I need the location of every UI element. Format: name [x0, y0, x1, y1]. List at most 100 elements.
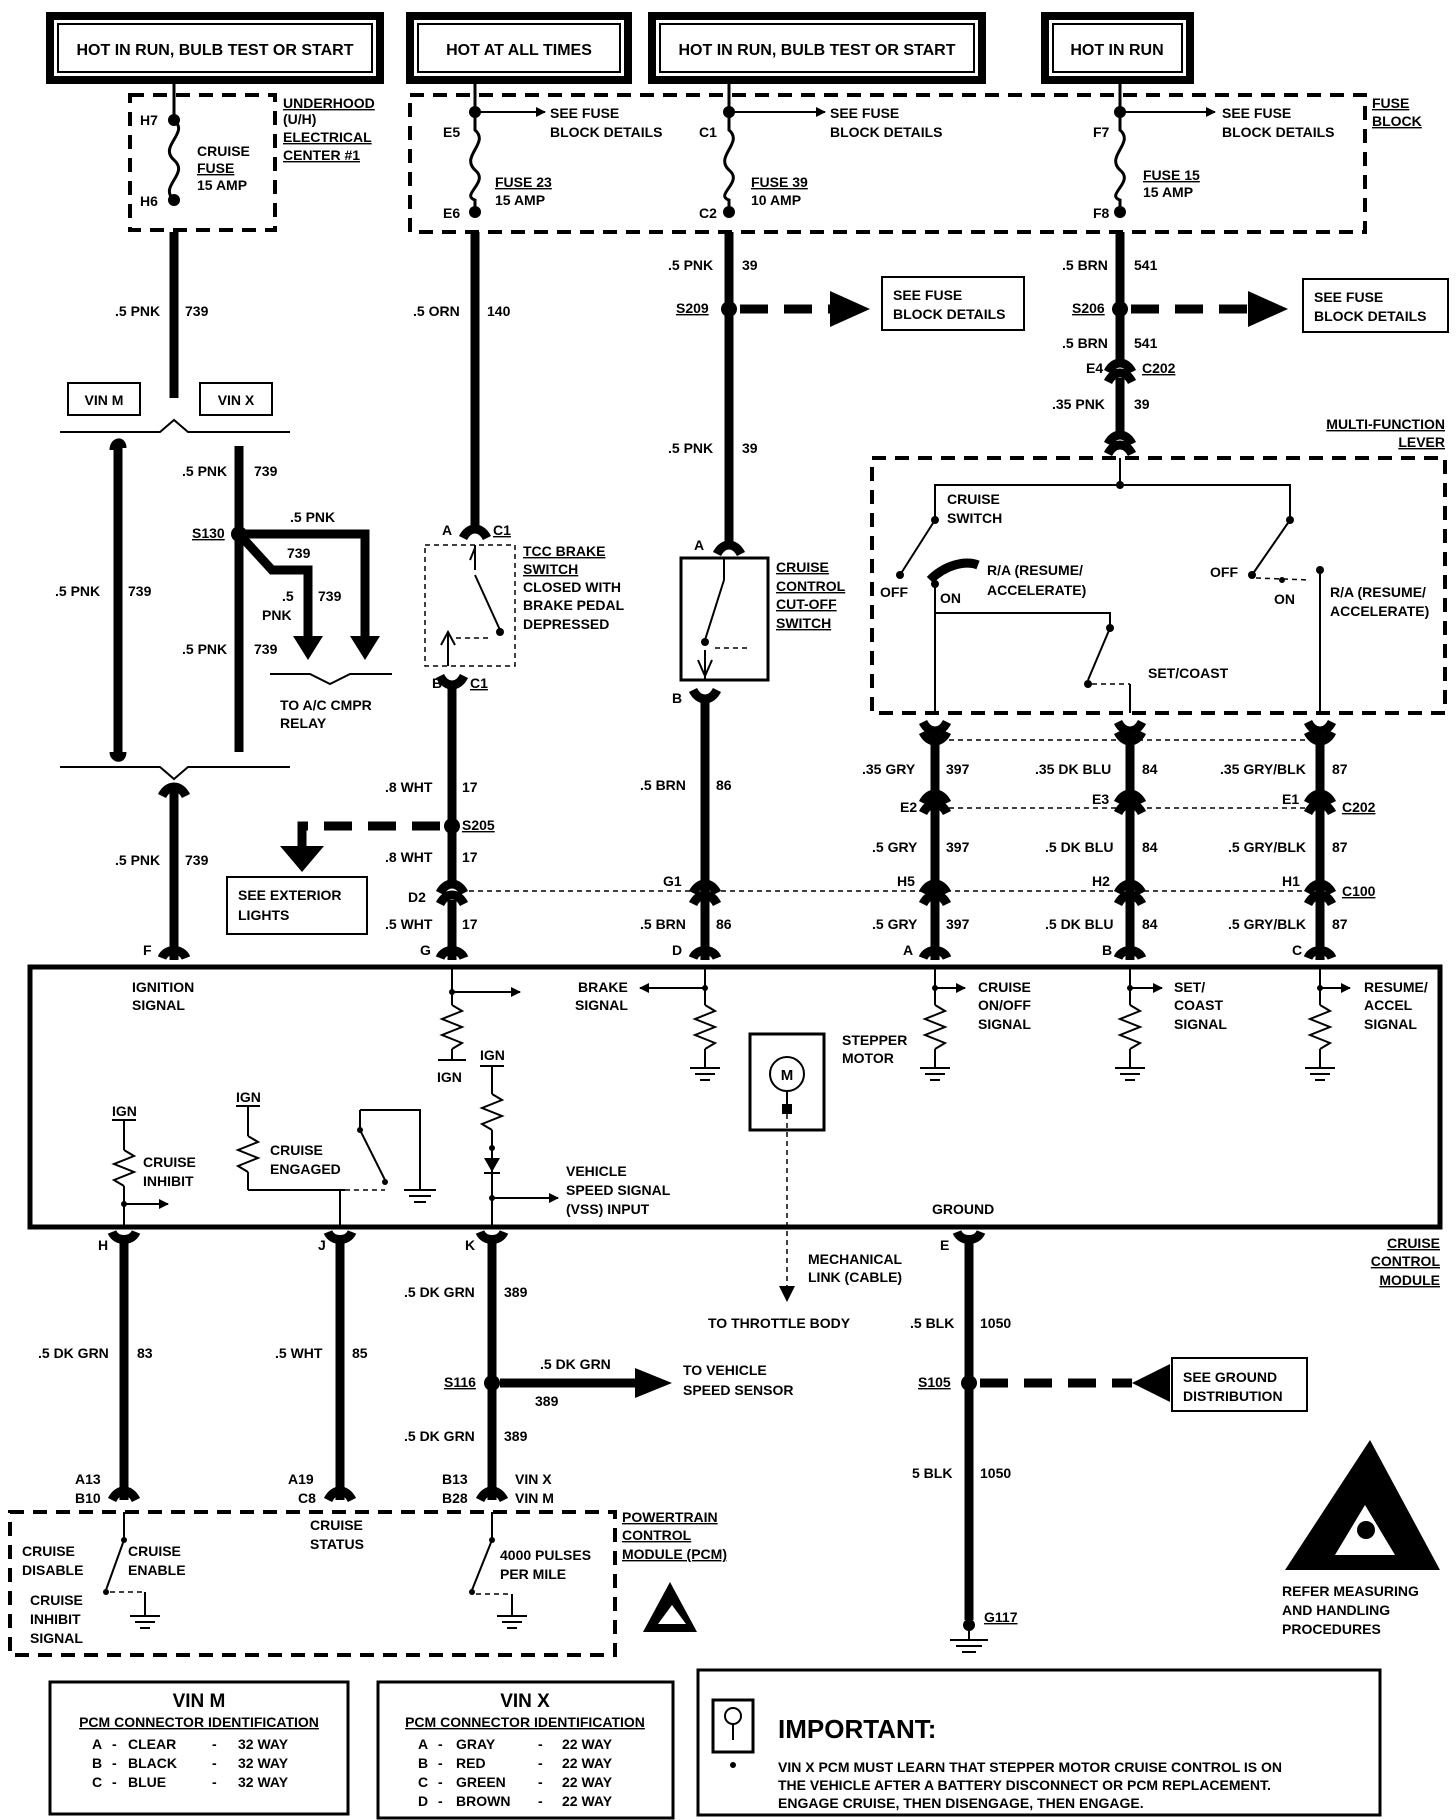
svg-text:R/A (RESUME/: R/A (RESUME/: [987, 562, 1083, 578]
svg-text:22 WAY: 22 WAY: [562, 1793, 613, 1809]
svg-text:SIGNAL: SIGNAL: [575, 997, 628, 1013]
svg-text:739: 739: [254, 641, 278, 657]
svg-text:RESUME/: RESUME/: [1364, 979, 1428, 995]
table-row: B - BLACK - 32 WAY: [92, 1755, 289, 1771]
svg-text:.5 BLK: .5 BLK: [910, 1315, 954, 1331]
table-row: A - GRAY - 22 WAY: [418, 1736, 613, 1752]
circuit-739: .5 PNK 739 VIN M VIN X .5 PNK 739 .5 PNK…: [55, 232, 392, 961]
power-header-4: HOT IN RUN: [1041, 12, 1194, 84]
svg-text:FUSE 15: FUSE 15: [1143, 167, 1200, 183]
svg-text:E4: E4: [1086, 360, 1103, 376]
svg-text:39: 39: [742, 440, 758, 456]
svg-text:BLOCK DETAILS: BLOCK DETAILS: [893, 306, 1006, 322]
svg-text:TO VEHICLE: TO VEHICLE: [683, 1362, 767, 1378]
svg-text:84: 84: [1142, 839, 1158, 855]
svg-text:C2: C2: [699, 205, 717, 221]
svg-text:SIGNAL: SIGNAL: [30, 1630, 83, 1646]
svg-text:H: H: [98, 1237, 108, 1253]
svg-text:POWERTRAIN: POWERTRAIN: [622, 1509, 718, 1525]
important-note: IMPORTANT: VIN X PCM MUST LEARN THAT STE…: [696, 1668, 1382, 1817]
svg-text:.5 PNK: .5 PNK: [182, 463, 227, 479]
svg-text:32 WAY: 32 WAY: [238, 1755, 289, 1771]
svg-text:FUSE: FUSE: [197, 160, 234, 176]
svg-text:VIN M: VIN M: [173, 1691, 226, 1712]
svg-text:C1: C1: [493, 522, 511, 538]
svg-text:-: -: [538, 1755, 543, 1771]
svg-text:.5 DK BLU: .5 DK BLU: [1045, 839, 1113, 855]
svg-text:ACCELERATE): ACCELERATE): [987, 582, 1086, 598]
svg-text:BRAKE PEDAL: BRAKE PEDAL: [523, 597, 625, 613]
multi-function-lever: MULTI-FUNCTION LEVER CRUISE SWITCH OFF O…: [870, 416, 1447, 715]
svg-text:84: 84: [1142, 916, 1158, 932]
svg-text:84: 84: [1142, 761, 1158, 777]
svg-text:.5 WHT: .5 WHT: [385, 916, 433, 932]
svg-text:PNK: PNK: [262, 607, 292, 623]
power-header-2: HOT AT ALL TIMES: [406, 12, 632, 84]
svg-text:A: A: [903, 942, 913, 958]
svg-text:R/A (RESUME/: R/A (RESUME/: [1330, 584, 1426, 600]
svg-text:H6: H6: [140, 193, 158, 209]
svg-text:H1: H1: [1282, 873, 1300, 889]
svg-text:39: 39: [1134, 396, 1150, 412]
svg-text:86: 86: [716, 916, 732, 932]
svg-text:.5 ORN: .5 ORN: [413, 303, 460, 319]
vin-x-table: VIN X PCM CONNECTOR IDENTIFICATION A - G…: [376, 1680, 675, 1820]
svg-text:.8 WHT: .8 WHT: [385, 779, 433, 795]
table-row: A - CLEAR - 32 WAY: [92, 1736, 289, 1752]
svg-text:STEPPER: STEPPER: [842, 1032, 907, 1048]
svg-text:CONTROL: CONTROL: [776, 578, 846, 594]
svg-text:87: 87: [1332, 761, 1348, 777]
svg-text:.5 DK GRN: .5 DK GRN: [404, 1284, 475, 1300]
svg-text:MECHANICAL: MECHANICAL: [808, 1251, 903, 1267]
svg-text:83: 83: [137, 1345, 153, 1361]
svg-text:OFF: OFF: [880, 584, 908, 600]
svg-text:541: 541: [1134, 335, 1158, 351]
svg-text:A: A: [418, 1736, 428, 1752]
svg-text:SEE FUSE: SEE FUSE: [1222, 105, 1291, 121]
svg-text:VIN X: VIN X: [515, 1471, 552, 1487]
svg-text:S130: S130: [192, 525, 225, 541]
svg-text:COAST: COAST: [1174, 997, 1223, 1013]
svg-text:GROUND: GROUND: [932, 1201, 994, 1217]
power-header-3: HOT IN RUN, BULB TEST OR START: [648, 12, 986, 84]
svg-text:.5 PNK: .5 PNK: [115, 852, 160, 868]
svg-text:VEHICLE: VEHICLE: [566, 1163, 627, 1179]
svg-text:HOT AT ALL TIMES: HOT AT ALL TIMES: [446, 42, 592, 59]
svg-text:-: -: [112, 1774, 117, 1790]
svg-text:CRUISE: CRUISE: [143, 1154, 196, 1170]
pcm: POWERTRAIN CONTROL MODULE (PCM) CRUISE D…: [8, 1509, 727, 1657]
circuit-39-86: .5 PNK 39 S209 SEE FUSE BLOCK DETAILS .5…: [640, 232, 1025, 961]
svg-text:C202: C202: [1142, 360, 1176, 376]
svg-text:SEE FUSE: SEE FUSE: [1314, 289, 1383, 305]
cruise-control-module: CRUISE CONTROL MODULE IGNITION SIGNAL IG…: [27, 964, 1443, 1302]
svg-text:-: -: [212, 1774, 217, 1790]
svg-text:A: A: [694, 537, 704, 553]
svg-text:.5 DK GRN: .5 DK GRN: [38, 1345, 109, 1361]
svg-text:DEPRESSED: DEPRESSED: [523, 616, 609, 632]
svg-text:LEVER: LEVER: [1398, 434, 1445, 450]
svg-text:TCC BRAKE: TCC BRAKE: [523, 543, 605, 559]
svg-text:1050: 1050: [980, 1465, 1011, 1481]
svg-text:SWITCH: SWITCH: [776, 615, 831, 631]
svg-text:BROWN: BROWN: [456, 1793, 510, 1809]
svg-text:K: K: [465, 1237, 475, 1253]
svg-text:LIGHTS: LIGHTS: [238, 907, 289, 923]
svg-text:389: 389: [504, 1428, 528, 1444]
circuit-140-17: .5 ORN 140 A C1 TCC BRAKE SWITCH CLOSED …: [226, 232, 625, 961]
svg-text:FUSE 23: FUSE 23: [495, 174, 552, 190]
svg-text:ON/OFF: ON/OFF: [978, 997, 1031, 1013]
svg-text:BLOCK DETAILS: BLOCK DETAILS: [1314, 308, 1427, 324]
svg-text:.5: .5: [282, 588, 294, 604]
svg-text:.5 GRY: .5 GRY: [872, 839, 918, 855]
svg-text:UNDERHOOD: UNDERHOOD: [283, 95, 375, 111]
svg-text:739: 739: [185, 852, 209, 868]
svg-text:-: -: [538, 1793, 543, 1809]
svg-text:.8 WHT: .8 WHT: [385, 849, 433, 865]
svg-text:-: -: [438, 1793, 443, 1809]
fuse-block: FUSE BLOCK SEE FUSE BLOCK DETAILS E5 E6 …: [408, 80, 1422, 234]
svg-text:15 AMP: 15 AMP: [495, 192, 545, 208]
svg-text:AND HANDLING: AND HANDLING: [1282, 1602, 1390, 1618]
svg-text:BLUE: BLUE: [128, 1774, 166, 1790]
svg-text:541: 541: [1134, 257, 1158, 273]
svg-text:-: -: [112, 1736, 117, 1752]
